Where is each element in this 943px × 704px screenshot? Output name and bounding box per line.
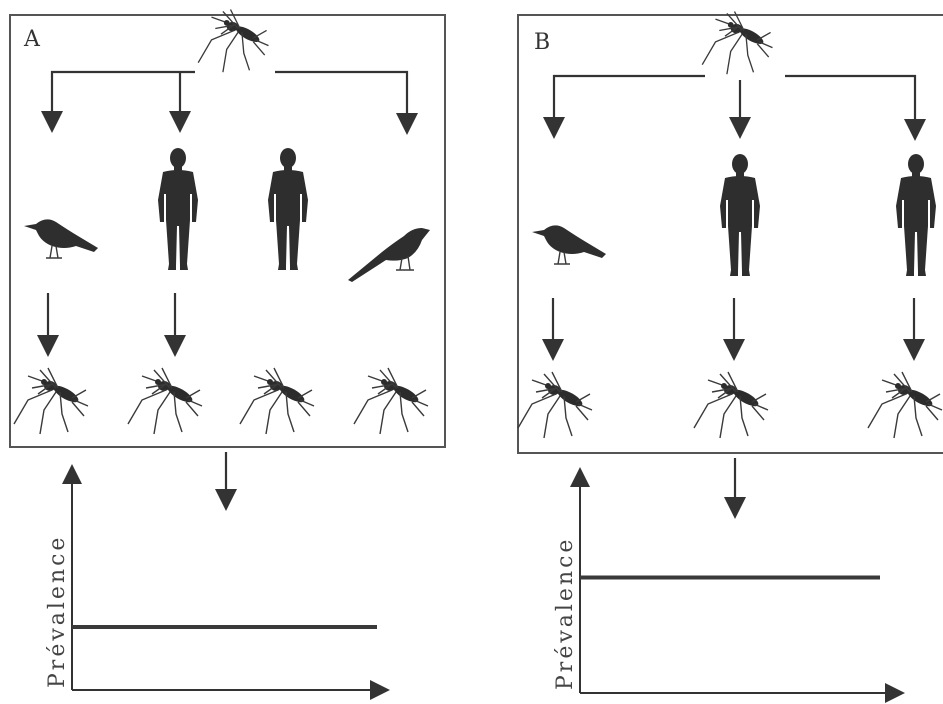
- flow-arrow: [52, 72, 195, 122]
- panel-b: B Prévalence: [518, 11, 943, 693]
- mosquito-icon: [128, 368, 202, 434]
- human-icon: [268, 148, 308, 270]
- mosquito-icon: [694, 372, 768, 438]
- mosquito-icon: [354, 368, 428, 434]
- crow-icon: [24, 219, 98, 258]
- crow-icon: [532, 225, 606, 264]
- panel-a-frame: [10, 15, 445, 447]
- y-axis-label: Prévalence: [45, 535, 70, 688]
- prevalence-plot-b: Prévalence: [553, 477, 895, 693]
- mosquito-icon: [240, 368, 314, 434]
- mosquito-icon: [198, 9, 268, 72]
- flow-arrow: [275, 72, 407, 124]
- flow-arrow: [785, 76, 915, 130]
- human-icon: [158, 148, 198, 270]
- panel-a: A Prévalence: [10, 9, 445, 690]
- mosquito-icon: [14, 368, 88, 434]
- panel-a-label: A: [23, 27, 41, 52]
- y-axis-label: Prévalence: [553, 537, 578, 690]
- mosquito-icon: [702, 11, 772, 74]
- mosquito-icon: [868, 372, 942, 438]
- flow-arrow: [554, 76, 705, 128]
- panel-b-label: B: [534, 30, 550, 55]
- magpie-icon: [348, 228, 430, 282]
- human-icon: [720, 154, 760, 276]
- human-icon: [896, 154, 936, 276]
- mosquito-icon: [518, 372, 592, 438]
- prevalence-plot-a: Prévalence: [45, 474, 380, 690]
